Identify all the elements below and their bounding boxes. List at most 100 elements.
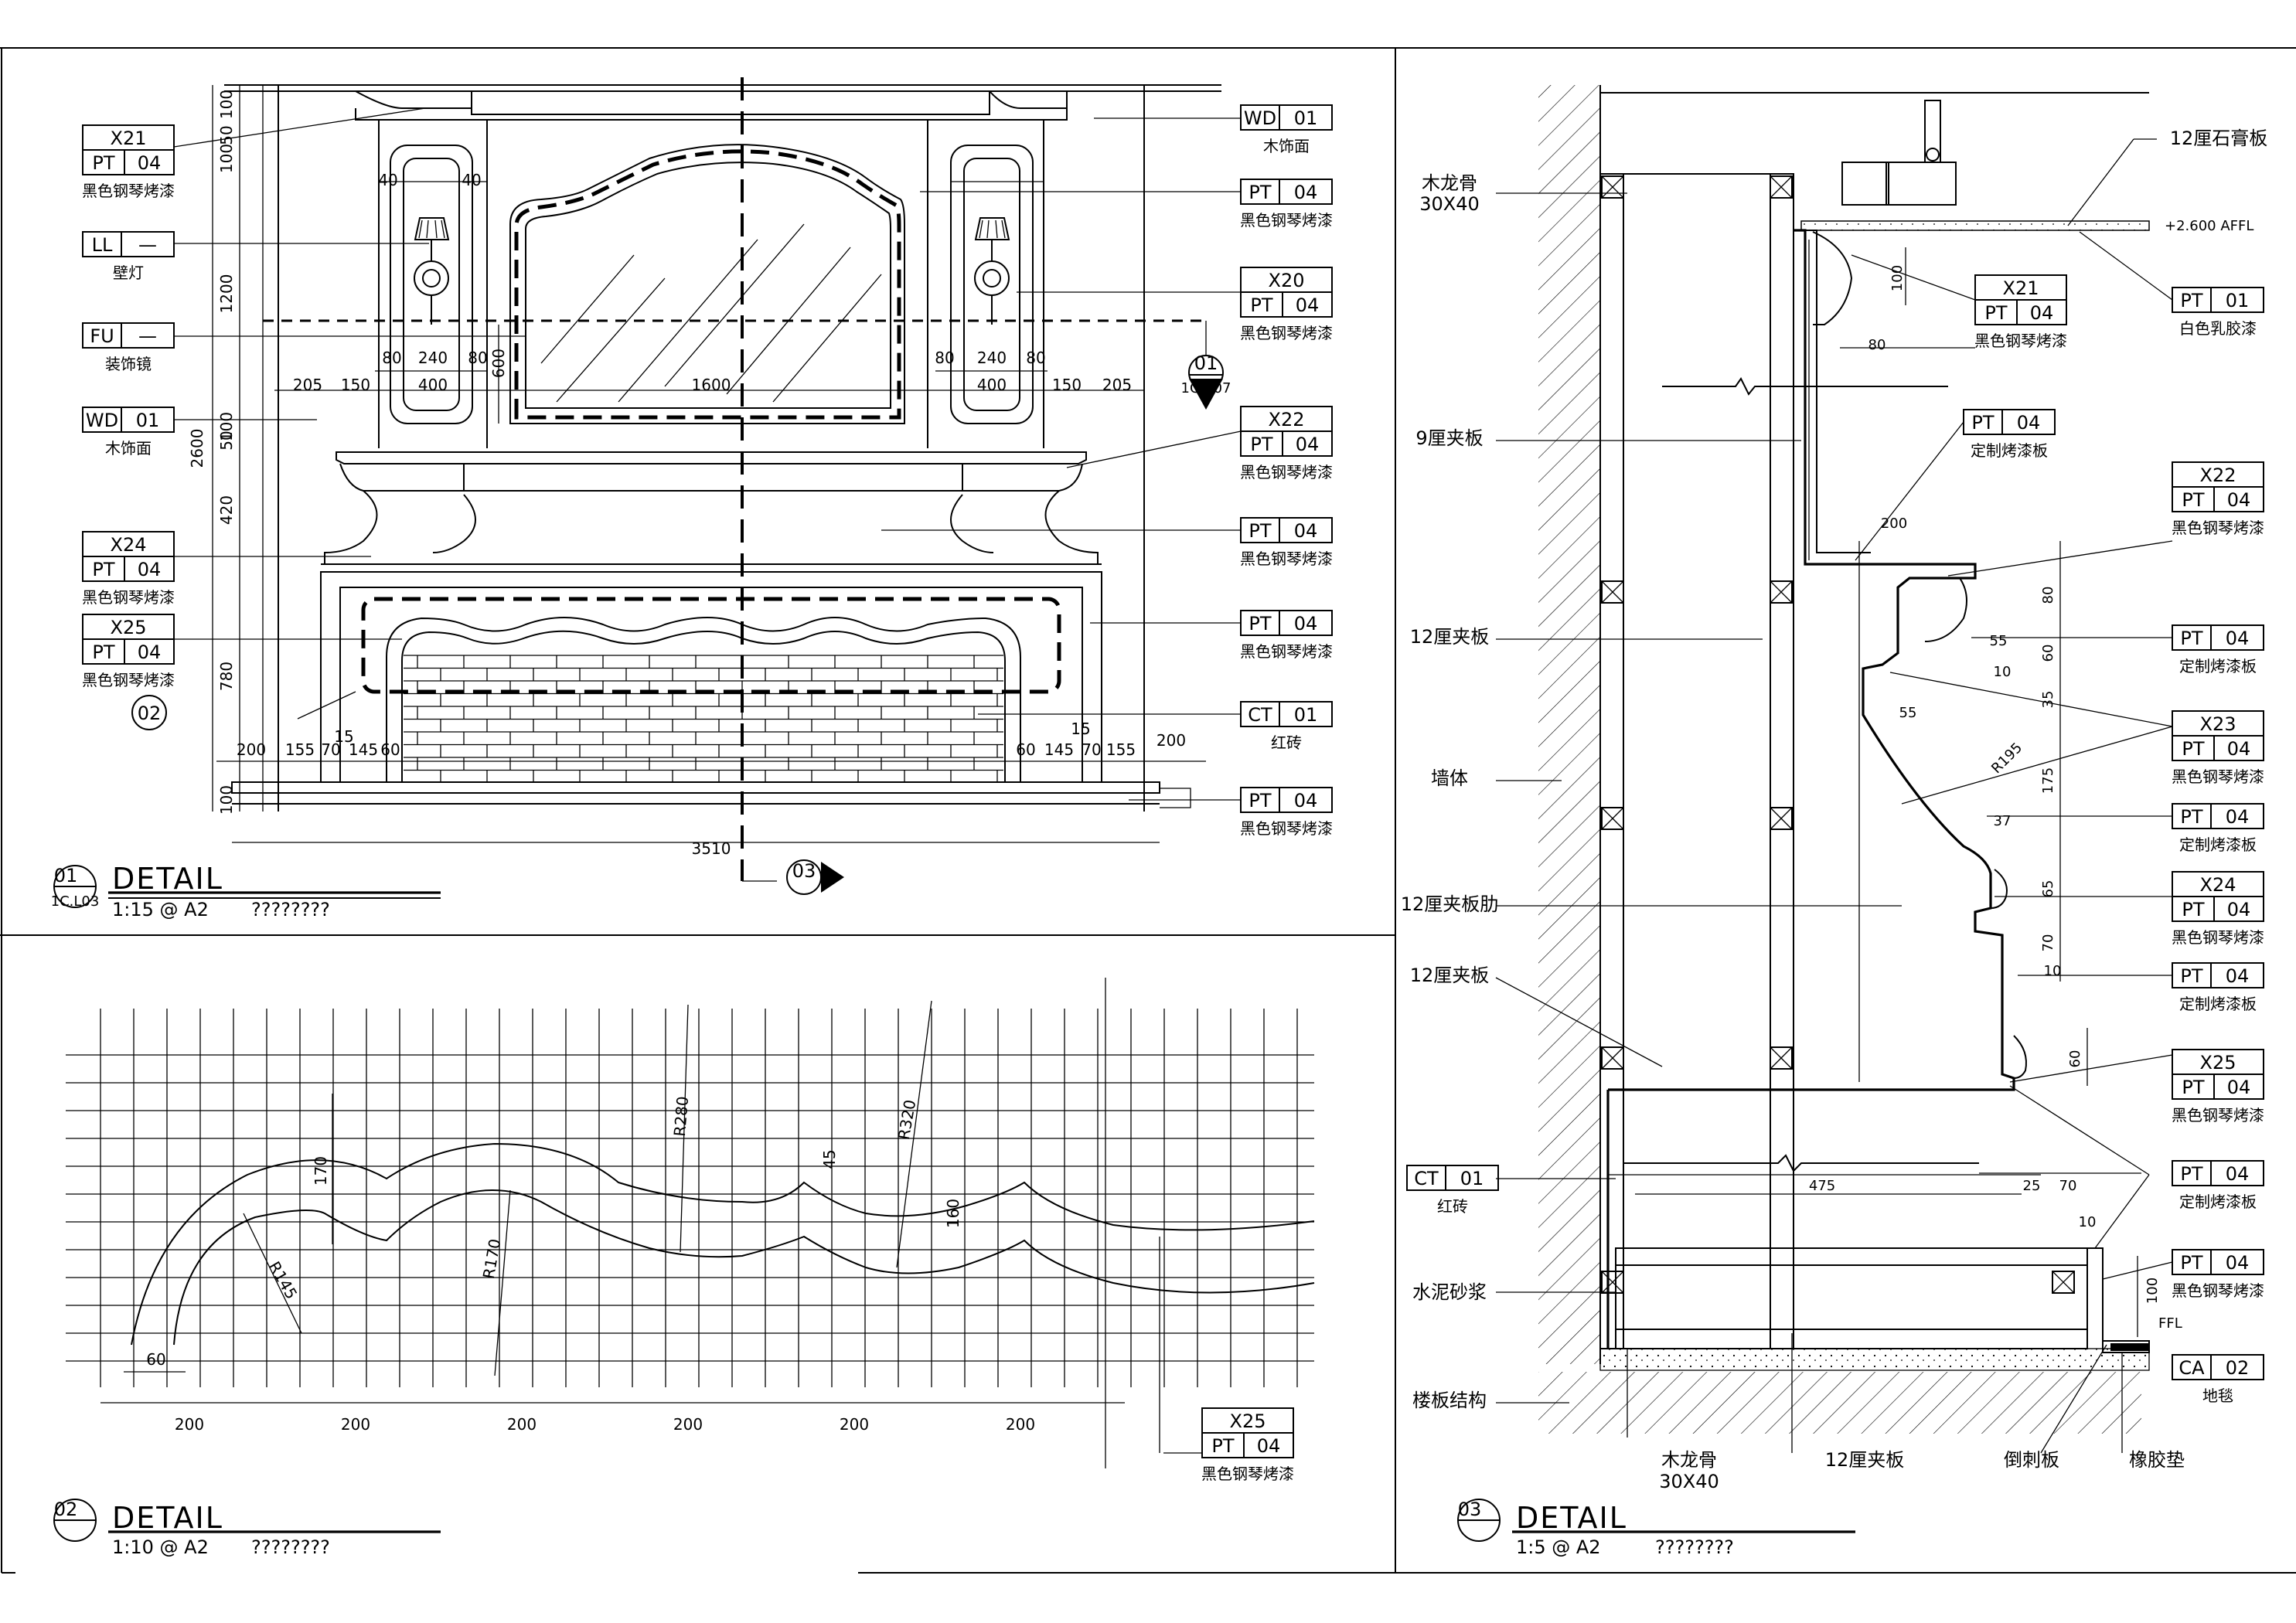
section-dim: 65 — [2040, 880, 2056, 898]
tag-note: 黑色钢琴烤漆 — [82, 182, 175, 200]
tag-sub: 01 — [136, 410, 160, 431]
dim-horizontal: 70 — [321, 740, 340, 759]
section-top-label: 12厘石膏板 — [2170, 128, 2268, 149]
tag-note: 定制烤漆板 — [2179, 1193, 2257, 1211]
tag-sub: 01 — [1294, 704, 1318, 726]
detail-marker-02-number: 02 — [138, 703, 162, 724]
tag-box — [1240, 610, 1333, 636]
tag-sub: PT — [1250, 294, 1272, 316]
section-bottom-label: 木龙骨 — [1661, 1449, 1717, 1471]
dim-horizontal: 1600 — [692, 376, 731, 394]
tag-sub: 04 — [1294, 613, 1318, 635]
tag-code: WD — [1244, 107, 1276, 129]
tag-box-bottom — [2172, 896, 2264, 922]
tag-sub: PT — [1211, 1435, 1234, 1457]
profile-height: 160 — [944, 1199, 962, 1228]
fixing-block — [1770, 1046, 1793, 1070]
tag-sub: PT — [1250, 434, 1272, 455]
profile-dim: 200 — [1006, 1415, 1035, 1434]
dim-horizontal: 80 — [1026, 349, 1045, 367]
dim-horizontal: 240 — [977, 349, 1007, 367]
tag-sub: PT — [92, 641, 114, 663]
tag-code: PT — [2180, 806, 2202, 828]
tag-sub: PT — [1984, 302, 2007, 324]
title-01-scale: 1:15 @ A2 — [112, 899, 209, 920]
fixing-block-cross — [1601, 580, 1624, 604]
title-text-01: 01 1C.L03 DETAIL 1:15 @ A2 ???????? — [51, 862, 330, 920]
section-bottom-label: 12厘夹板 — [1825, 1449, 1905, 1471]
section-left-label: 楼板结构 — [1412, 1390, 1487, 1411]
decorative-mirror — [509, 144, 905, 424]
tag-code: CT — [1414, 1168, 1439, 1189]
tag-sub: 04 — [2226, 806, 2250, 828]
tag-num: 04 — [138, 559, 162, 580]
fixing-block-cross — [1601, 1271, 1624, 1294]
dim-horizontal: 145 — [1044, 740, 1074, 759]
section-dim: 200 — [1881, 515, 1907, 532]
fixing-block — [1601, 580, 1624, 604]
tag-code: CA — [2178, 1357, 2205, 1379]
fixing-block — [1601, 807, 1624, 830]
section-left-label: 12厘夹板 — [1410, 626, 1490, 648]
fixing-block — [1601, 1046, 1624, 1070]
dim-horizontal: 155 — [1106, 740, 1136, 759]
dim-horizontal: 205 — [293, 376, 322, 394]
title-block-02 — [53, 1499, 441, 1542]
dim-horizontal: 155 — [285, 740, 315, 759]
tag-box — [1240, 517, 1333, 543]
tag-box — [2172, 624, 2264, 651]
tag-code: X23 — [2200, 713, 2236, 735]
right-wall-lamp — [974, 217, 1010, 325]
section-dim: 25 — [2023, 1178, 2041, 1194]
tag-num: 04 — [1296, 294, 1320, 316]
tag-box-bottom — [82, 149, 175, 175]
tag-num: 04 — [138, 152, 162, 174]
section-bottom-label: 倒刺板 — [2004, 1449, 2059, 1471]
tag-box-bottom — [1240, 430, 1333, 457]
fixing-block-cross — [1601, 1046, 1624, 1070]
tag-note: 木饰面 — [105, 439, 152, 458]
dim-horizontal: 200 — [1157, 731, 1186, 750]
tag-code: PT — [2180, 628, 2202, 649]
tag-box — [2172, 962, 2264, 988]
fixing-block — [1601, 175, 1624, 199]
tag-code: WD — [86, 410, 118, 431]
tag-note: 白色乳胶漆 — [2179, 319, 2257, 338]
section-dim: 10 — [2079, 1214, 2097, 1230]
section-marker-03-number: 03 — [792, 860, 816, 882]
tag-code: X22 — [1269, 409, 1305, 430]
dim-vertical: 420 — [217, 495, 236, 525]
profile-drawing — [66, 978, 1315, 1468]
profile-dim: 200 — [673, 1415, 703, 1434]
tag-box — [82, 231, 175, 257]
tag-note: 黑色钢琴烤漆 — [1201, 1465, 1294, 1483]
dim-horizontal: 40 — [378, 171, 397, 189]
fixing-block-cross — [1601, 807, 1624, 830]
tag-sub: 04 — [2226, 1252, 2250, 1274]
tag-note: 黑色钢琴烤漆 — [1240, 550, 1333, 568]
section-dim: 475 — [1809, 1178, 1835, 1194]
tag-num: 04 — [2227, 1077, 2251, 1098]
tag-box — [1963, 409, 2056, 435]
dim-horizontal: 60 — [1016, 740, 1035, 759]
tag-box-bottom — [2172, 735, 2264, 761]
dim-horizontal: 15 — [334, 727, 353, 746]
tag-box — [2172, 803, 2264, 829]
dim-horizontal: 70 — [1082, 740, 1101, 759]
tag-ll: LL—壁灯 — [82, 231, 175, 282]
tag-note: 黑色钢琴烤漆 — [2172, 1281, 2264, 1300]
title-03-scale: 1:5 @ A2 — [1516, 1536, 1601, 1558]
tag-box-bottom — [1240, 291, 1333, 318]
dim-vertical: 1200 — [217, 274, 236, 314]
dim-horizontal: 60 — [380, 740, 400, 759]
tag-code: X25 — [111, 617, 147, 638]
